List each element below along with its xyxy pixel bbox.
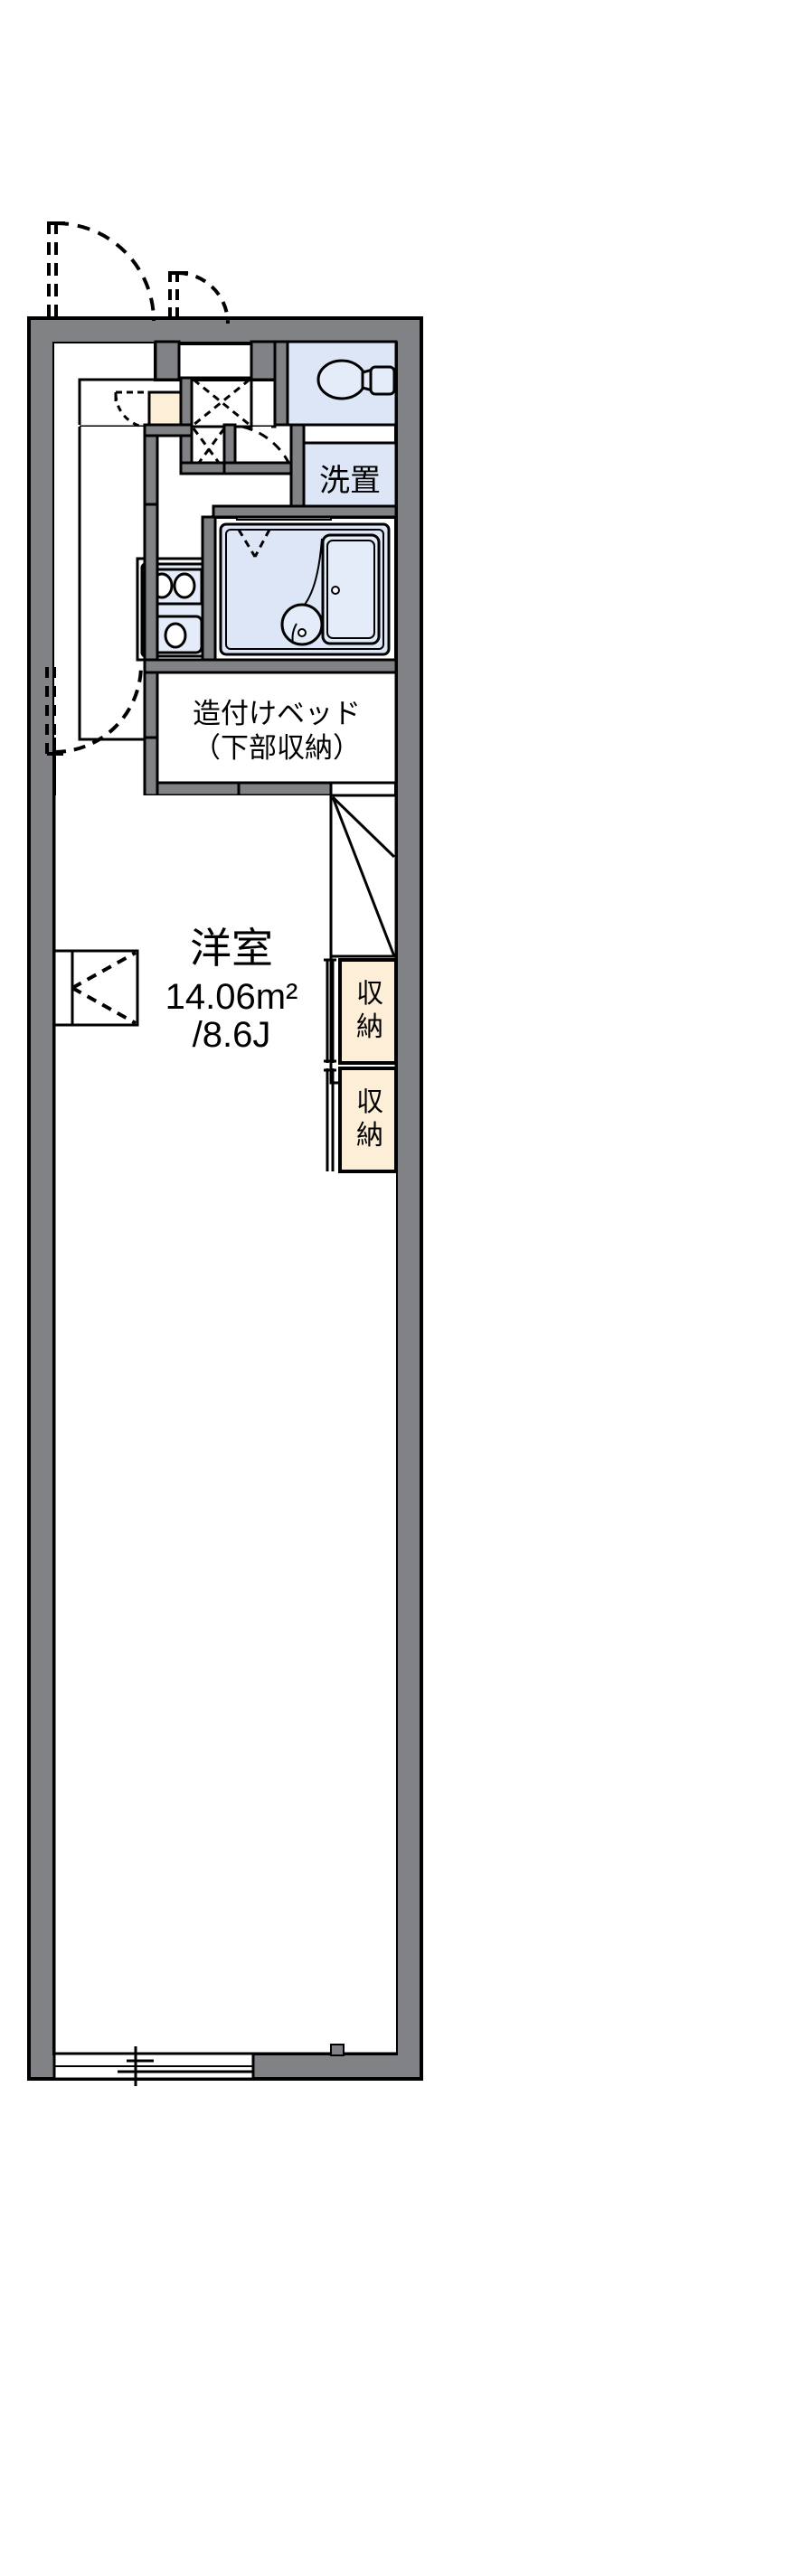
unit-bath bbox=[212, 511, 398, 663]
storage-lower: 収 納 bbox=[324, 1067, 398, 1173]
built-in-bed-area: 造付けベッド （下部収納） bbox=[143, 671, 398, 797]
toilet-door bbox=[168, 271, 230, 324]
balcony-window bbox=[52, 2046, 255, 2086]
wall-stub-bottom-right bbox=[330, 2044, 345, 2056]
washbasin bbox=[280, 603, 324, 646]
toilet-tank bbox=[369, 365, 396, 396]
storage-lower-char-2: 納 bbox=[356, 1121, 383, 1151]
storage-upper: 収 納 bbox=[324, 958, 398, 1065]
built-in-bed-label-line1: 造付けベッド bbox=[193, 698, 361, 729]
washer-space-label: 洗置 bbox=[319, 464, 381, 498]
side-window bbox=[52, 949, 139, 1027]
room-entry-door bbox=[45, 664, 143, 756]
built-in-bed-label-line2: （下部収納） bbox=[193, 732, 361, 764]
entrance-door bbox=[47, 221, 156, 322]
toilet-room bbox=[282, 340, 398, 427]
main-room-name: 洋室 bbox=[190, 925, 273, 972]
main-room-area-jo: /8.6J bbox=[193, 1015, 271, 1055]
toilet-bowl bbox=[316, 359, 367, 400]
sink-drain bbox=[164, 622, 187, 649]
storage-lower-char-1: 収 bbox=[356, 1087, 383, 1117]
burner-right bbox=[173, 572, 196, 599]
interior-walls bbox=[143, 340, 398, 739]
storage-upper-char-1: 収 bbox=[356, 979, 383, 1009]
main-room-area-sqm: 14.06m² bbox=[165, 977, 298, 1017]
storage-upper-char-2: 納 bbox=[356, 1012, 383, 1042]
